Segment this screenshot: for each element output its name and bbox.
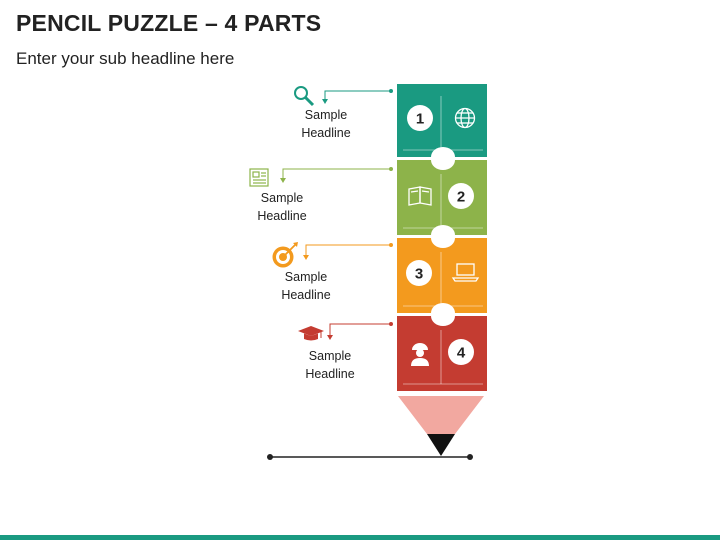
pencil-lead bbox=[427, 434, 455, 456]
connector-1 bbox=[324, 90, 391, 100]
callout-label-1-line1: Sample bbox=[305, 108, 347, 122]
callout-label-4-line1: Sample bbox=[309, 349, 351, 363]
laptop-icon bbox=[451, 263, 480, 282]
part-number-2: 2 bbox=[457, 189, 465, 206]
baseline bbox=[267, 454, 473, 460]
connector-3 bbox=[305, 244, 391, 256]
part-number-4: 4 bbox=[457, 345, 466, 362]
callout-label-1-line2: Headline bbox=[301, 126, 350, 140]
callout-label-2-line1: Sample bbox=[261, 191, 303, 205]
number-badge-4 bbox=[448, 339, 474, 365]
page-title: PENCIL PUZZLE – 4 PARTS bbox=[16, 10, 322, 36]
puzzle-piece-1 bbox=[397, 84, 487, 157]
number-badge-1 bbox=[407, 105, 433, 131]
puzzle-piece-2 bbox=[397, 160, 487, 235]
puzzle-part-4: 4 bbox=[397, 316, 487, 391]
number-badge-2 bbox=[448, 183, 474, 209]
part-number-3: 3 bbox=[415, 266, 423, 283]
callout-label-2-line2: Headline bbox=[257, 209, 306, 223]
callout-3: Sample Headline bbox=[272, 242, 393, 302]
book-icon bbox=[408, 186, 432, 206]
callout-2: Sample Headline bbox=[249, 167, 393, 223]
connector-2 bbox=[282, 168, 391, 179]
newspaper-icon bbox=[249, 168, 269, 187]
callout-label-3-line1: Sample bbox=[285, 270, 327, 284]
number-badge-3 bbox=[406, 260, 432, 286]
worker-icon bbox=[411, 343, 429, 366]
puzzle-part-3: 3 bbox=[397, 238, 487, 313]
puzzle-piece-3 bbox=[397, 238, 487, 313]
globe-icon bbox=[454, 107, 476, 129]
target-icon bbox=[272, 242, 298, 268]
puzzle-part-2: 2 bbox=[397, 160, 487, 235]
callout-1: Sample Headline bbox=[294, 86, 393, 140]
connector-4 bbox=[329, 323, 391, 336]
magnifier-icon bbox=[294, 86, 315, 107]
bottom-accent-bar bbox=[0, 535, 720, 540]
part-number-1: 1 bbox=[416, 111, 424, 128]
pencil-wood bbox=[398, 396, 484, 434]
puzzle-piece-4 bbox=[397, 316, 487, 391]
puzzle-part-1: 1 bbox=[397, 84, 487, 157]
pencil-tip bbox=[398, 396, 484, 456]
graduation-cap-icon bbox=[298, 326, 324, 341]
page-subtitle: Enter your sub headline here bbox=[16, 49, 235, 68]
callout-label-4-line2: Headline bbox=[305, 367, 354, 381]
callout-label-3-line2: Headline bbox=[281, 288, 330, 302]
callout-4: Sample Headline bbox=[298, 322, 393, 381]
